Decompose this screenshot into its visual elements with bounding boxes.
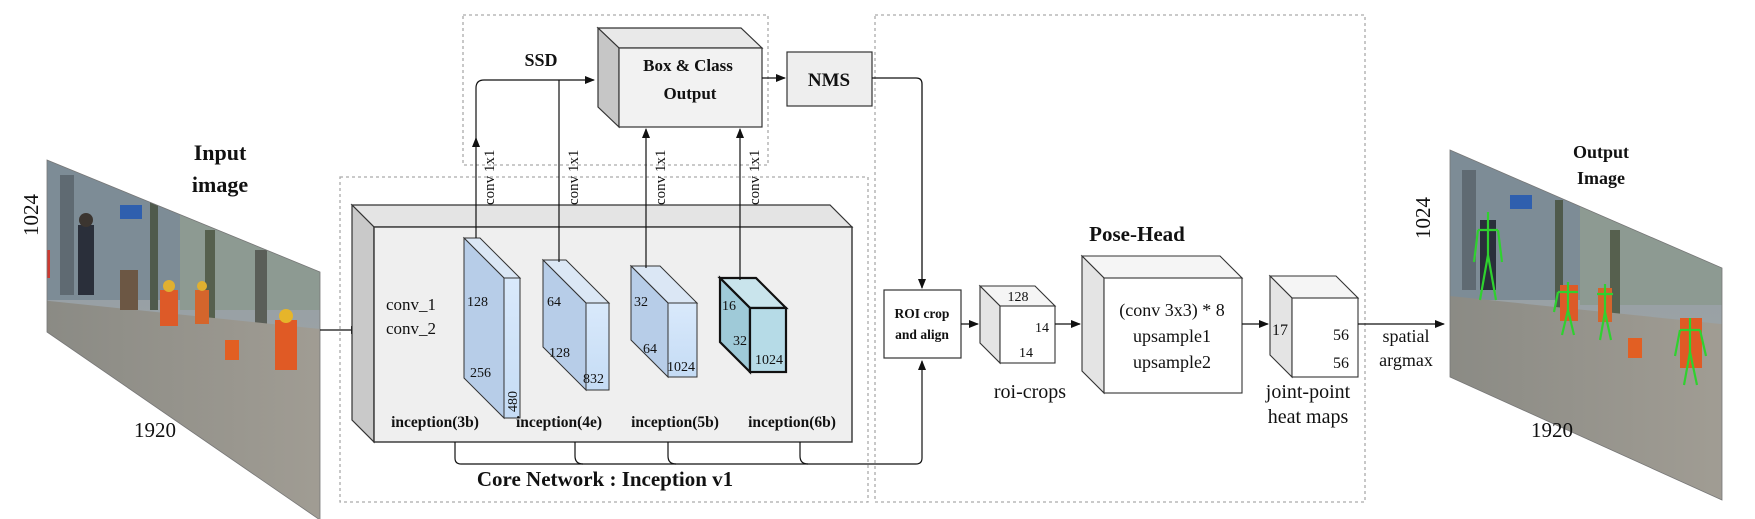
inception-5b-label: inception(5b) — [631, 414, 719, 431]
output-height-label: 1024 — [1411, 197, 1435, 240]
inception-6b-dim2: 32 — [733, 334, 747, 349]
feature-line-4e — [574, 442, 584, 465]
output-title-line2: Image — [1577, 168, 1625, 188]
inception-6b-block — [717, 275, 789, 375]
input-title-line1: Input — [194, 140, 247, 165]
conv-label-line2: conv_2 — [386, 319, 436, 338]
inception-4e-dim2: 128 — [549, 346, 570, 361]
roi-crops-label: roi-crops — [994, 381, 1066, 403]
input-height-label: 1024 — [19, 194, 43, 237]
conv-label-3b: conv 1x1 — [482, 150, 498, 205]
inception-5b-dim2: 64 — [643, 342, 657, 357]
pose-head-line1: (conv 3x3) * 8 — [1119, 300, 1224, 321]
heatmap-dim3: 56 — [1333, 355, 1349, 372]
ssd-region — [462, 14, 769, 166]
heatmap-cube — [1268, 274, 1360, 379]
inception-5b-dim1: 32 — [634, 295, 648, 310]
inception-3b-dim3: 480 — [506, 391, 521, 412]
inception-5b-block — [629, 264, 699, 379]
nms-label: NMS — [808, 70, 850, 91]
heatmap-label-line1: joint-point — [1265, 381, 1351, 403]
feature-line-5b — [667, 442, 677, 465]
core-network-label: Core Network : Inception v1 — [477, 467, 733, 491]
heatmap-dim1: 17 — [1272, 322, 1288, 339]
roi-crops-cube — [978, 284, 1057, 365]
inception-3b-block — [462, 236, 522, 420]
conv-label-6b: conv 1x1 — [747, 150, 763, 205]
inception-4e-dim1: 64 — [547, 295, 561, 310]
inception-3b-dim2: 256 — [470, 366, 491, 381]
feature-line-6b — [799, 442, 809, 465]
pose-head-line3: upsample2 — [1133, 352, 1211, 372]
ssd-label: SSD — [524, 50, 557, 70]
conv-line-3b — [475, 76, 595, 238]
conv-label-4e: conv 1x1 — [566, 150, 582, 205]
box-class-output-line2: Output — [664, 84, 717, 103]
heatmap-dim2: 56 — [1333, 327, 1349, 344]
roi-crops-dim2: 14 — [1035, 321, 1049, 336]
pose-head-line2: upsample1 — [1133, 326, 1211, 346]
nms-box — [786, 51, 873, 107]
input-width-label: 1920 — [134, 418, 176, 442]
roi-crop-box — [883, 289, 962, 359]
nms-to-roi-arrow — [872, 77, 926, 289]
roi-crop-line1: ROI crop — [895, 306, 950, 321]
inception-6b-label: inception(6b) — [748, 414, 836, 431]
pose-head-box — [1080, 254, 1244, 395]
feature-to-roi-line — [454, 360, 926, 465]
inception-3b-dim1: 128 — [467, 295, 488, 310]
output-image — [1449, 149, 1723, 501]
output-title-line1: Output — [1573, 142, 1629, 162]
inception-6b-dim3: 1024 — [755, 353, 783, 368]
heatmap-label-line2: heat maps — [1268, 406, 1349, 428]
input-title-line2: image — [192, 172, 248, 197]
conv-label-line1: conv_1 — [386, 295, 436, 314]
roi-crop-line2: and align — [895, 327, 949, 342]
inception-5b-dim3: 1024 — [667, 360, 695, 375]
roi-crops-dim1: 128 — [1008, 290, 1029, 305]
argmax-line2: argmax — [1379, 350, 1433, 370]
inception-4e-block — [541, 258, 611, 392]
inception-4e-label: inception(4e) — [516, 414, 602, 431]
inception-3b-label: inception(3b) — [391, 414, 479, 431]
conv-label-5b: conv 1x1 — [653, 150, 669, 205]
box-class-output-box — [596, 26, 764, 129]
inception-4e-dim3: 832 — [583, 372, 604, 387]
output-width-label: 1920 — [1531, 418, 1573, 442]
pose-head-title: Pose-Head — [1089, 222, 1185, 246]
roi-crops-dim3: 14 — [1019, 346, 1033, 361]
input-image — [46, 159, 321, 519]
argmax-line1: spatial — [1383, 326, 1430, 346]
inception-6b-dim1: 16 — [722, 299, 736, 314]
core-region — [339, 176, 869, 503]
pose-region — [874, 14, 1366, 503]
box-class-output-line1: Box & Class — [643, 56, 733, 75]
